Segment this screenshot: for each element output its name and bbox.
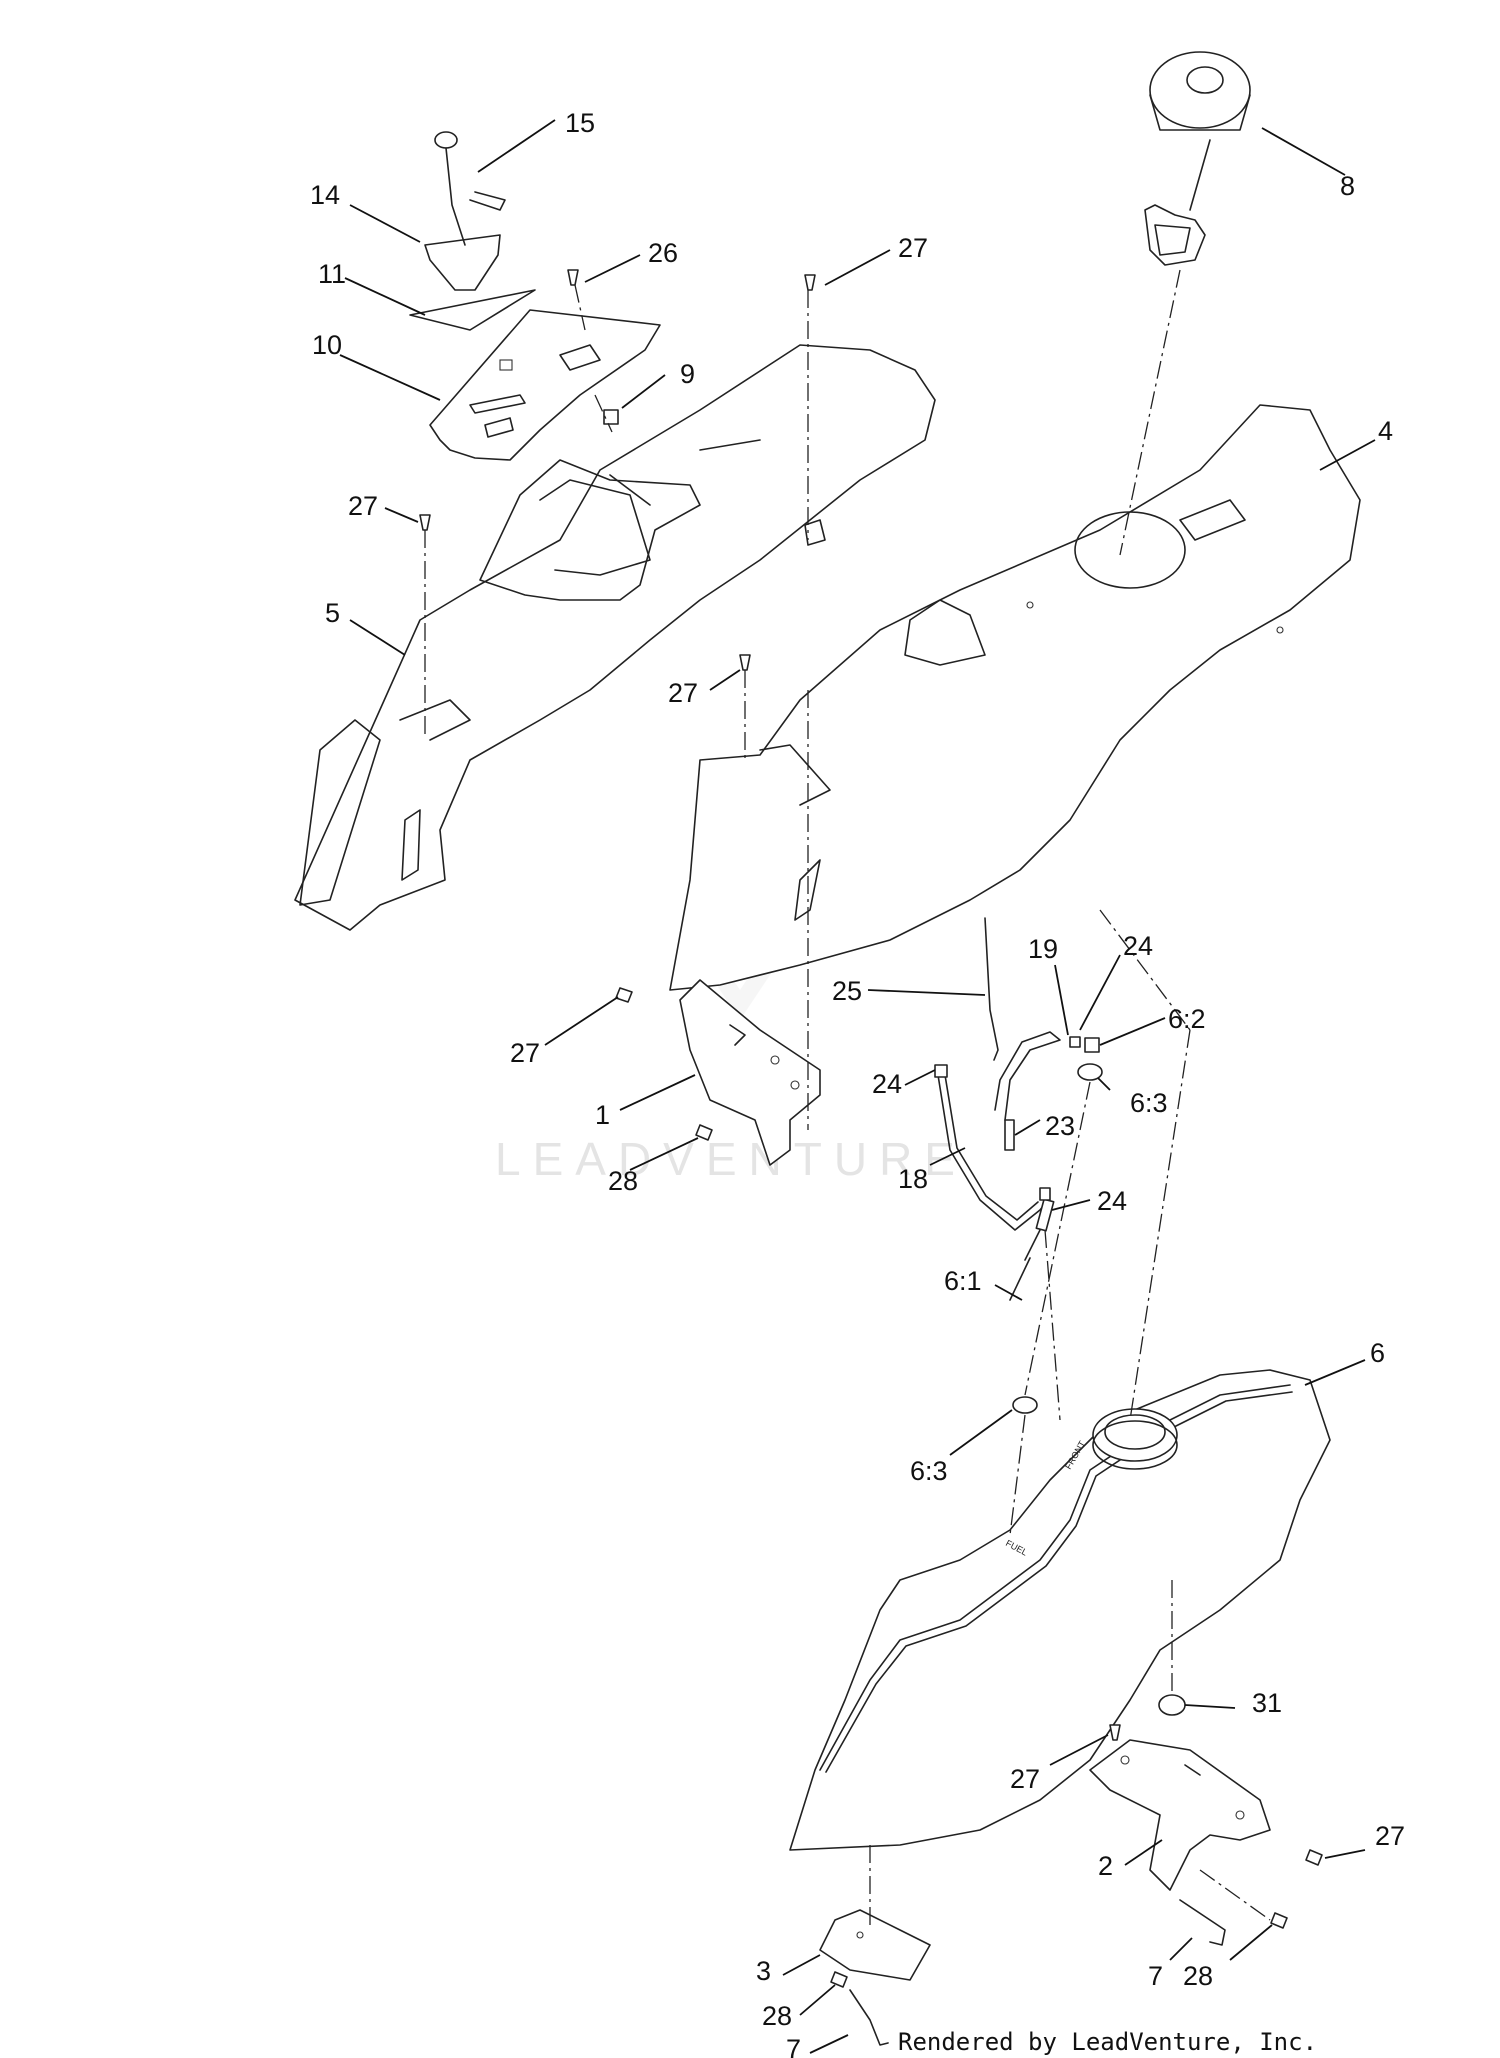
- callout-15: 15: [565, 108, 595, 138]
- callout-9: 9: [680, 359, 695, 389]
- part-14-lever-base: [424, 234, 501, 291]
- part-27-screw: [804, 274, 816, 291]
- callout-27: 27: [510, 1038, 540, 1068]
- callout-28: 28: [608, 1166, 638, 1196]
- callout-24: 24: [872, 1069, 902, 1099]
- render-credit: Rendered by LeadVenture, Inc.: [898, 2028, 1317, 2056]
- callout-27: 27: [898, 233, 928, 263]
- callout-18: 18: [898, 1164, 928, 1194]
- alignment-lines: [424, 269, 1271, 1925]
- callout-6-3: 6:3: [910, 1456, 948, 1486]
- part-27-screw: [615, 987, 633, 1003]
- part-6-3-grommet: [1012, 1396, 1038, 1414]
- part-3-tank-bracket: [819, 1909, 931, 1981]
- callout-26: 26: [648, 238, 678, 268]
- part-7-strap-front: [849, 1989, 889, 2046]
- callout-11: 11: [318, 259, 346, 289]
- callout-1: 1: [595, 1100, 610, 1130]
- part-6-1-fuel-pickup: [1009, 1198, 1055, 1301]
- part-27-screw: [739, 654, 751, 671]
- watermark-text: LEADVENTURE: [495, 1133, 967, 1185]
- part-15-shift-knob: [434, 131, 506, 246]
- callout-23: 23: [1045, 1111, 1075, 1141]
- callout-28: 28: [762, 2001, 792, 2031]
- callout-28: 28: [1183, 1961, 1213, 1991]
- callout-6-1: 6:1: [944, 1266, 982, 1296]
- part-5-left-shroud: [294, 344, 936, 931]
- callout-8: 8: [1340, 171, 1355, 201]
- part-24-clamp: [934, 1064, 948, 1078]
- part-23-fitting: [1004, 1119, 1015, 1151]
- part-27-screw: [419, 514, 431, 531]
- callout-27: 27: [1010, 1764, 1040, 1794]
- callout-4: 4: [1378, 416, 1393, 446]
- callout-25: 25: [832, 976, 862, 1006]
- part-28-bolt: [695, 1124, 713, 1141]
- callout-6: 6: [1370, 1338, 1385, 1368]
- part-6-2-elbow: [1084, 1037, 1100, 1053]
- part-19-hose: [994, 1031, 1061, 1121]
- part-2-tank-bracket: [1089, 1739, 1271, 1891]
- part-28-bolt: [830, 1971, 848, 1988]
- callout-2: 2: [1098, 1851, 1113, 1881]
- part-25-cable-tie: [984, 917, 999, 1061]
- callout-27: 27: [1375, 1821, 1405, 1851]
- callout-labels: 15 14 11 26 10 9 27 27 5 27 8 4 27 1 28 …: [310, 108, 1405, 2058]
- callout-5: 5: [325, 598, 340, 628]
- callout-31: 31: [1252, 1688, 1282, 1718]
- part-24-clamp: [1069, 1036, 1081, 1048]
- callout-7: 7: [1148, 1961, 1163, 1991]
- part-7-strap-rear: [1179, 1899, 1226, 1946]
- callout-24: 24: [1123, 931, 1153, 961]
- part-26-screw: [567, 269, 579, 286]
- callout-10: 10: [312, 330, 342, 360]
- part-24-clamp: [1039, 1187, 1051, 1201]
- part-27-screw: [1109, 1724, 1121, 1741]
- part-27-screw: [1305, 1849, 1323, 1866]
- callout-14: 14: [310, 180, 340, 210]
- callout-27: 27: [668, 678, 698, 708]
- part-4-right-shroud: [669, 404, 1361, 991]
- leader-lines: [339, 119, 1376, 2054]
- callout-19: 19: [1028, 934, 1058, 964]
- callout-6-2: 6:2: [1168, 1004, 1206, 1034]
- part-1-bracket: [679, 979, 821, 1166]
- part-31-bumper: [1158, 1694, 1186, 1716]
- part-28-bolt: [1270, 1912, 1288, 1929]
- part-6-fuel-tank: FUEL FRONT: [789, 1369, 1331, 1851]
- part-6-3-grommet: [1077, 1063, 1103, 1081]
- callout-3: 3: [756, 1956, 771, 1986]
- bolts: [419, 269, 1323, 1988]
- callout-24: 24: [1097, 1186, 1127, 1216]
- callout-27: 27: [348, 491, 378, 521]
- part-10-control-plate: [429, 309, 661, 461]
- part-9-clip: [603, 409, 619, 425]
- part-11-bracket: [409, 289, 536, 331]
- callout-6-3: 6:3: [1130, 1088, 1168, 1118]
- callout-7: 7: [786, 2034, 801, 2058]
- part-8-fuel-cap: [1144, 51, 1251, 266]
